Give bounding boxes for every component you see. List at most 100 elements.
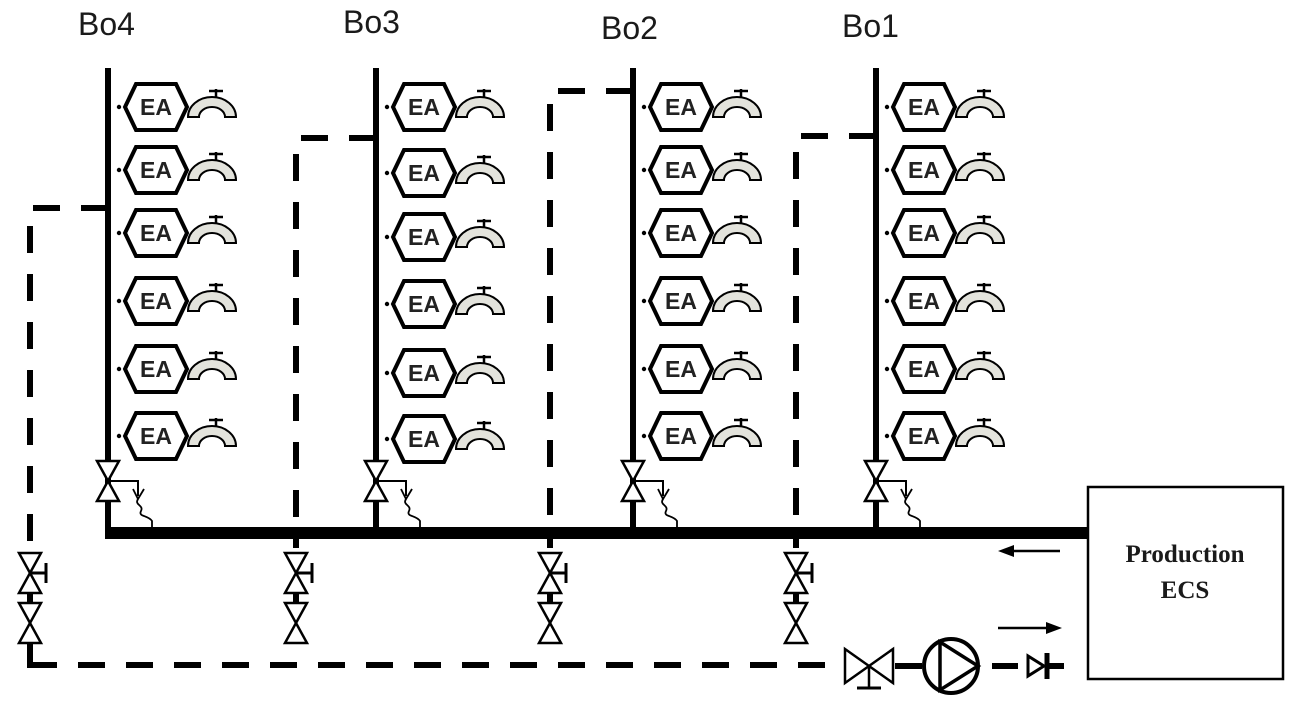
- outlet-ea: EA: [384, 82, 506, 132]
- ea-label: EA: [408, 94, 440, 120]
- ea-label: EA: [665, 288, 697, 314]
- tap-faucet-icon: [711, 150, 763, 182]
- ea-label: EA: [140, 94, 172, 120]
- tap-faucet-icon: [954, 349, 1006, 381]
- outlet-ea: EA: [641, 208, 763, 258]
- tap-faucet-icon: [454, 87, 506, 119]
- ea-label: EA: [140, 288, 172, 314]
- tap-faucet-icon: [186, 416, 238, 448]
- recirculation-branch: [793, 133, 876, 548]
- tap-faucet-icon: [954, 87, 1006, 119]
- connection-dot: [641, 366, 647, 372]
- ea-label: EA: [408, 224, 440, 250]
- tap-faucet-icon: [454, 353, 506, 385]
- tap-faucet-icon: [954, 150, 1006, 182]
- check-valve-icon: [1026, 653, 1064, 679]
- ea-label: EA: [665, 356, 697, 382]
- balancing-valve-icon: [537, 551, 568, 595]
- connection-dot: [116, 298, 122, 304]
- riser-label-bo3: Bo3: [343, 4, 400, 40]
- outlet-ea: EA: [884, 82, 1006, 132]
- connection-dot: [884, 433, 890, 439]
- connection-dot: [116, 230, 122, 236]
- tap-faucet-icon: [454, 153, 506, 185]
- circulation-pump-icon: [922, 637, 982, 695]
- isolation-valve-icon: [537, 601, 563, 645]
- connection-dot: [641, 104, 647, 110]
- connection-dot: [884, 298, 890, 304]
- outlet-ea: EA: [384, 148, 506, 198]
- tap-faucet-icon: [454, 217, 506, 249]
- outlet-ea: EA: [641, 411, 763, 461]
- outlet-ea: EA: [116, 82, 238, 132]
- ea-label: EA: [408, 426, 440, 452]
- ea-label: EA: [908, 356, 940, 382]
- tap-faucet-icon: [711, 349, 763, 381]
- ea-label: EA: [408, 291, 440, 317]
- production-ecs-box: Production ECS: [1086, 485, 1285, 681]
- outlet-ea: EA: [116, 276, 238, 326]
- production-ecs-line1: Production: [1126, 541, 1245, 568]
- ea-label: EA: [140, 220, 172, 246]
- outlet-ea: EA: [884, 145, 1006, 195]
- recirculation-branch: [293, 135, 376, 548]
- outlet-ea: EA: [384, 348, 506, 398]
- ea-label: EA: [140, 157, 172, 183]
- connection-dot: [384, 370, 390, 376]
- ea-label: EA: [140, 423, 172, 449]
- outlet-ea: EA: [884, 411, 1006, 461]
- connection-dot: [384, 301, 390, 307]
- return-flow-arrow: [998, 622, 1062, 634]
- connection-dot: [384, 104, 390, 110]
- connection-dot: [384, 170, 390, 176]
- ea-label: EA: [408, 360, 440, 386]
- connection-dot: [384, 436, 390, 442]
- balancing-valve-icon: [783, 551, 814, 595]
- ea-label: EA: [408, 160, 440, 186]
- ea-label: EA: [908, 94, 940, 120]
- riser-label-bo4: Bo4: [78, 6, 135, 42]
- riser-label-bo2: Bo2: [601, 10, 658, 46]
- balancing-valve-icon: [283, 551, 314, 595]
- ea-label: EA: [665, 157, 697, 183]
- ea-label: EA: [908, 288, 940, 314]
- tap-faucet-icon: [454, 284, 506, 316]
- tap-faucet-icon: [186, 150, 238, 182]
- riser-label-bo1: Bo1: [842, 8, 899, 44]
- tap-faucet-icon: [954, 213, 1006, 245]
- outlet-ea: EA: [384, 414, 506, 464]
- return-isolation-valve: [843, 646, 895, 690]
- connection-dot: [116, 104, 122, 110]
- ea-label: EA: [665, 220, 697, 246]
- connection-dot: [641, 167, 647, 173]
- tap-faucet-icon: [186, 213, 238, 245]
- outlet-ea: EA: [116, 344, 238, 394]
- isolation-valve-icon: [17, 601, 43, 645]
- tap-faucet-icon: [711, 87, 763, 119]
- isolation-valve-icon: [783, 601, 809, 645]
- production-ecs-line2: ECS: [1161, 577, 1210, 604]
- outlet-ea: EA: [641, 145, 763, 195]
- connection-dot: [641, 298, 647, 304]
- recirculation-branch: [27, 205, 108, 560]
- ea-label: EA: [665, 423, 697, 449]
- outlet-ea: EA: [641, 276, 763, 326]
- recirculation-branch: [547, 88, 633, 548]
- outlet-ea: EA: [116, 411, 238, 461]
- ea-label: EA: [908, 157, 940, 183]
- connection-dot: [116, 433, 122, 439]
- ea-label: EA: [908, 423, 940, 449]
- tap-faucet-icon: [711, 281, 763, 313]
- outlet-ea: EA: [116, 208, 238, 258]
- outlet-ea: EA: [884, 276, 1006, 326]
- connection-dot: [641, 230, 647, 236]
- tap-faucet-icon: [186, 349, 238, 381]
- supply-flow-arrow: [998, 545, 1060, 557]
- outlet-ea: EA: [641, 82, 763, 132]
- tap-faucet-icon: [954, 416, 1006, 448]
- connection-dot: [884, 167, 890, 173]
- connection-dot: [384, 234, 390, 240]
